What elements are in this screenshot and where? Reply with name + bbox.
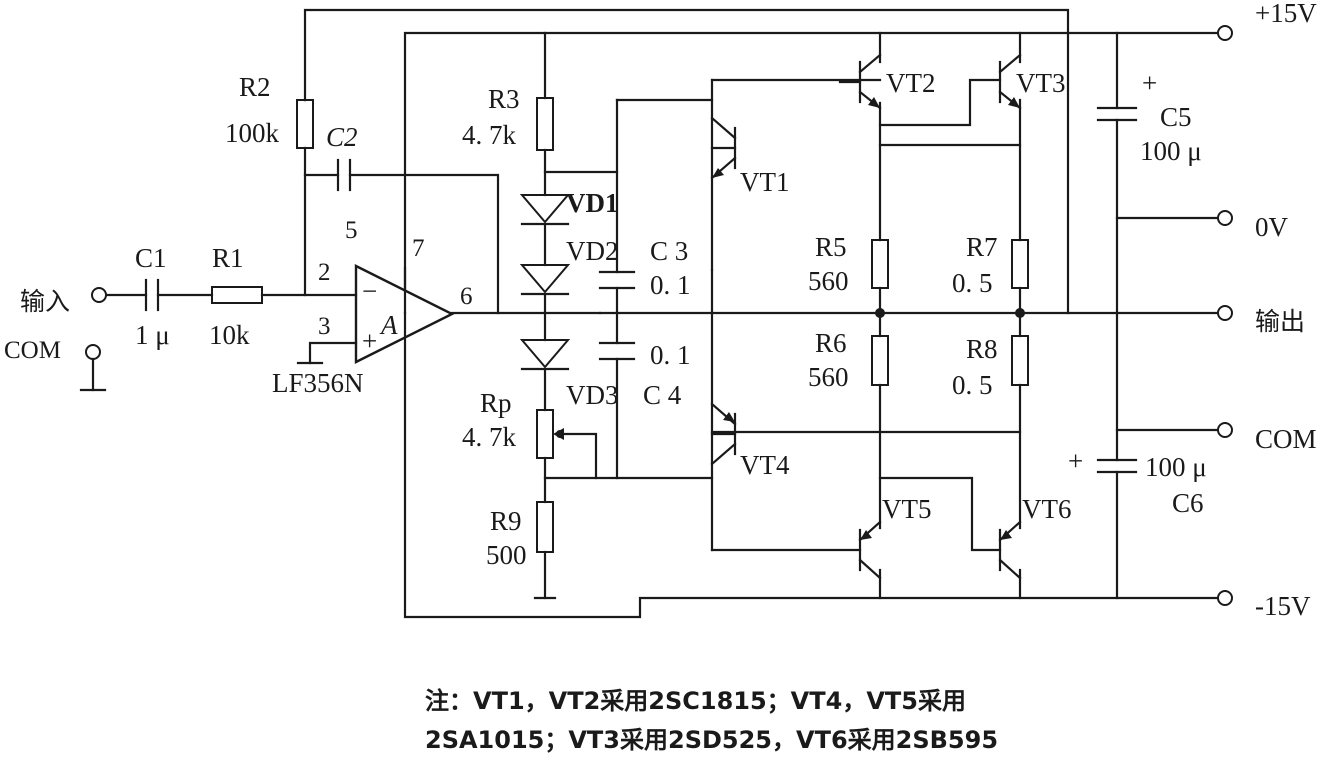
label-input: 输入 [20, 287, 70, 316]
label-rp-name: Rp [480, 388, 512, 418]
terminal-output[interactable] [1217, 305, 1233, 321]
note-line-2: 2SA1015；VT3采用2SD525，VT6采用2SB595 [425, 726, 999, 754]
label-r6-value: 560 [808, 362, 849, 392]
label-vt4: VT4 [740, 450, 790, 480]
transistor-vt4 [710, 402, 737, 466]
label-vd1: VD1 [566, 188, 619, 218]
label-c3-value: 0. 1 [650, 270, 691, 300]
label-c6-value: 100 μ [1145, 452, 1207, 482]
capacitor-c5 [1096, 106, 1138, 122]
label-pin6: 6 [460, 283, 473, 310]
label-r9-value: 500 [486, 540, 527, 570]
label-vt5: VT5 [882, 494, 932, 524]
label-zero: 0V [1255, 212, 1289, 242]
capacitor-c6 [1096, 458, 1138, 474]
capacitor-c4 [598, 341, 636, 361]
label-r2-name: R2 [239, 72, 271, 102]
label-minus15: -15V [1255, 591, 1311, 621]
diodes [519, 194, 571, 371]
diode-vd3 [519, 339, 571, 371]
diode-vd2 [519, 264, 571, 296]
label-pin5: 5 [345, 217, 358, 244]
labels: +15V 0V 输出 COM -15V 输入 COM R2 100k C2 C1… [4, 0, 1317, 621]
terminal-minus15[interactable] [1217, 590, 1233, 606]
label-pin7: 7 [412, 235, 425, 262]
label-c1-value: 1 μ [135, 320, 170, 350]
transistor-vt5 [858, 520, 882, 580]
terminal-zero[interactable] [1217, 210, 1233, 226]
capacitor-c3 [598, 270, 636, 290]
terminal-com-left[interactable] [85, 344, 101, 360]
diode-vd1 [519, 194, 571, 226]
transistor-vt2 [838, 53, 882, 110]
label-opamp-part: LF356N [272, 368, 364, 398]
label-c2-name: C2 [326, 122, 358, 152]
label-c4-name: C 4 [643, 380, 682, 410]
capacitor-c2 [336, 158, 352, 192]
label-output: 输出 [1255, 307, 1305, 336]
note-line-1: 注：VT1，VT2采用2SC1815；VT4，VT5采用 [425, 687, 966, 715]
label-vt1: VT1 [740, 167, 790, 197]
label-vt6: VT6 [1022, 494, 1072, 524]
label-r6-name: R6 [815, 328, 847, 358]
label-r7-value: 0. 5 [952, 268, 993, 298]
label-rp-value: 4. 7k [462, 422, 517, 452]
resistors [211, 97, 1029, 553]
terminals [79, 25, 1233, 606]
label-r5-name: R5 [815, 232, 847, 262]
terminal-com-right[interactable] [1217, 422, 1233, 438]
resistor-r7 [1011, 239, 1029, 289]
terminal-plus15[interactable] [1217, 25, 1233, 41]
label-opamp-minus: − [362, 276, 377, 306]
label-vt2: VT2 [886, 68, 936, 98]
label-c5-name: C5 [1160, 102, 1192, 132]
resistor-r3 [536, 97, 554, 151]
label-c6-polarity: + [1068, 446, 1083, 476]
resistor-r1 [211, 286, 263, 304]
label-r5-value: 560 [808, 266, 849, 296]
resistor-r8 [1011, 335, 1029, 386]
label-c6-name: C6 [1172, 488, 1204, 518]
label-r1-name: R1 [212, 243, 244, 273]
label-pin2: 2 [318, 259, 331, 286]
label-opamp-a: A [379, 310, 398, 340]
capacitor-c1 [144, 278, 160, 312]
label-vt3: VT3 [1016, 68, 1066, 98]
opamp-lf356n [354, 264, 455, 364]
label-r1-value: 10k [209, 320, 250, 350]
terminal-input[interactable] [91, 287, 107, 303]
capacitors [144, 106, 1138, 474]
label-vd3: VD3 [566, 380, 619, 410]
resistor-rp [536, 409, 554, 459]
resistor-r2 [296, 99, 314, 149]
label-c5-value: 100 μ [1140, 136, 1202, 166]
transistors [710, 53, 1022, 580]
label-r2-value: 100k [225, 118, 280, 148]
resistor-r6 [871, 335, 889, 386]
label-r8-value: 0. 5 [952, 370, 993, 400]
label-c3-name: C 3 [650, 236, 688, 266]
label-r3-name: R3 [488, 84, 520, 114]
resistor-r5 [871, 239, 889, 289]
transistor-vt6 [998, 520, 1022, 580]
label-c1-name: C1 [135, 243, 167, 273]
label-c5-polarity: + [1142, 68, 1157, 98]
wiring [104, 8, 1220, 619]
label-com-left: COM [4, 337, 61, 364]
transistor-vt1 [710, 116, 737, 180]
label-pin3: 3 [318, 313, 331, 340]
label-c4-value: 0. 1 [650, 340, 691, 370]
label-vd2: VD2 [566, 236, 619, 266]
label-r8-name: R8 [966, 334, 998, 364]
label-opamp-plus: + [362, 326, 377, 356]
label-r3-value: 4. 7k [462, 120, 517, 150]
label-plus15: +15V [1255, 0, 1317, 28]
label-r7-name: R7 [966, 232, 998, 262]
label-com-right: COM [1255, 424, 1317, 454]
label-r9-name: R9 [490, 506, 522, 536]
transistor-vt3 [998, 53, 1022, 110]
resistor-r9 [536, 501, 554, 553]
